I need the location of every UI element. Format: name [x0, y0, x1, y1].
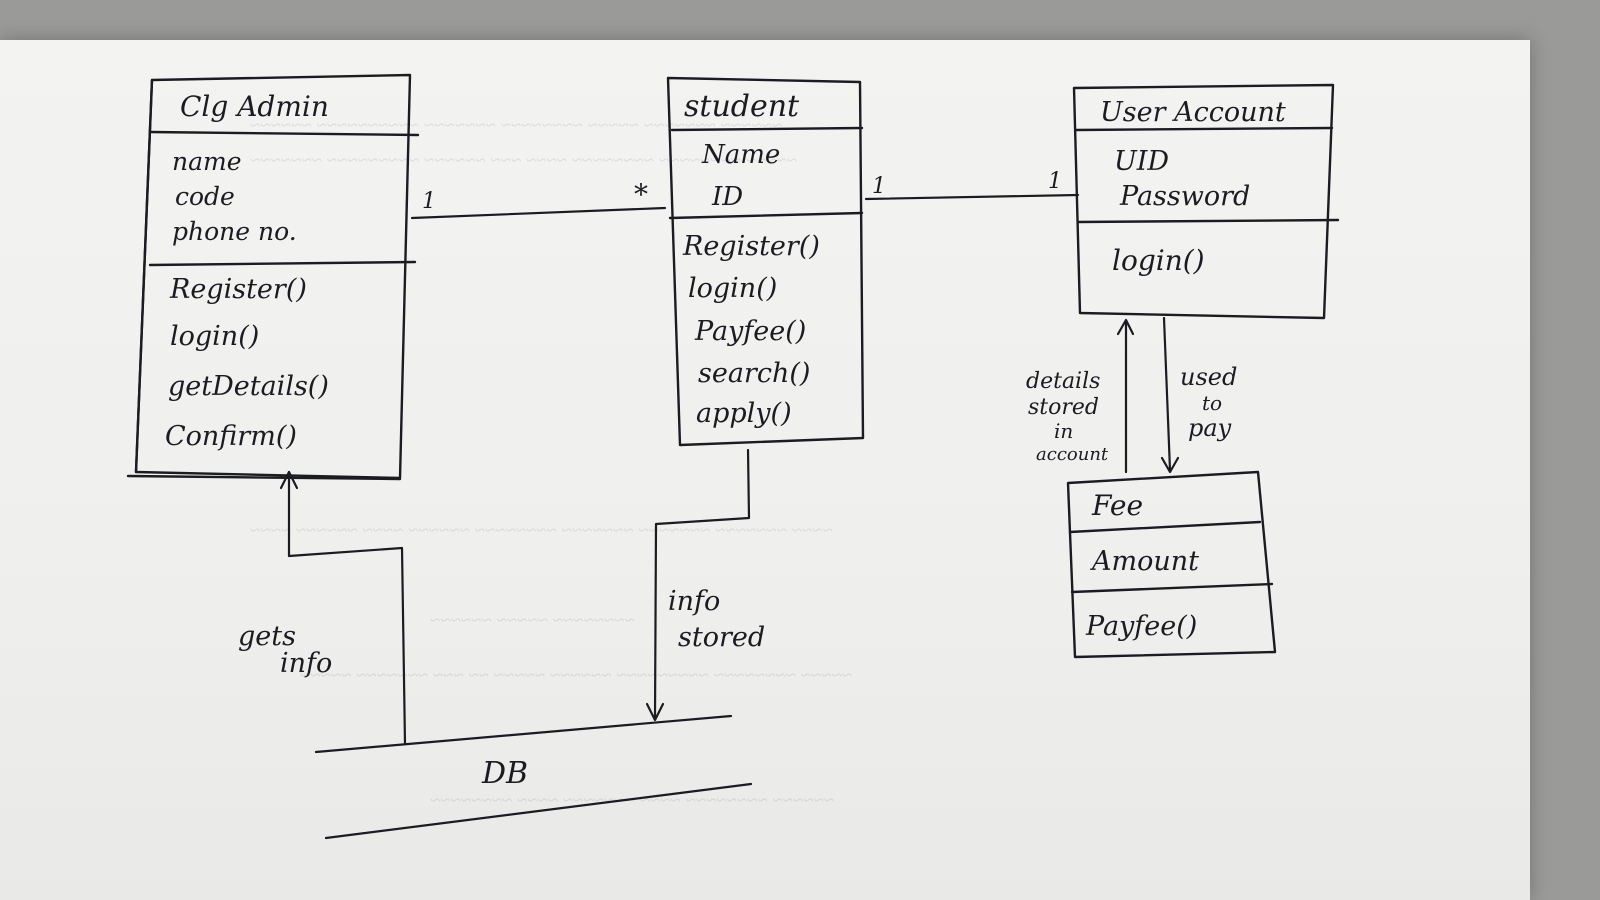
- edge-label: account: [1036, 444, 1109, 465]
- class-divider: [148, 130, 420, 137]
- method: apply(): [696, 398, 792, 429]
- class-box: [666, 76, 865, 447]
- edge-label: used: [1180, 363, 1237, 391]
- arrow-head-down: [1160, 456, 1180, 474]
- paper-sheet: [0, 40, 1530, 900]
- arrow-head-up: [279, 470, 299, 490]
- method: getDetails(): [168, 371, 329, 402]
- class-divider: [1074, 126, 1334, 132]
- arrow-head-up: [1116, 318, 1135, 336]
- class-name: Clg Admin: [180, 90, 329, 123]
- edge-label: pay: [1188, 414, 1232, 442]
- class-clg-admin: Clg Admin name code phone no. Register()…: [126, 73, 420, 481]
- class-divider: [668, 211, 864, 220]
- attribute: ID: [711, 182, 743, 212]
- multiplicity-label: *: [634, 178, 648, 211]
- attribute: code: [175, 182, 235, 211]
- datastore-db: DB: [314, 714, 753, 840]
- association-line: [864, 193, 1080, 201]
- class-name: student: [684, 89, 800, 124]
- datastore-top-line: [314, 714, 733, 754]
- class-baseline: [126, 474, 402, 481]
- flow-label: info: [280, 648, 332, 679]
- multiplicity-label: 1: [872, 174, 886, 199]
- method: Register(): [169, 274, 307, 305]
- edge-label: details: [1026, 369, 1100, 394]
- arrow-head-down: [645, 702, 665, 722]
- edge-label: in: [1054, 419, 1073, 443]
- method: login(): [170, 321, 259, 352]
- multiplicity-label: 1: [1048, 169, 1062, 194]
- class-name: User Account: [1100, 97, 1286, 128]
- attribute: Password: [1119, 181, 1250, 212]
- fee-account-links: details stored in account used to pay: [1026, 316, 1237, 474]
- attribute: phone no.: [172, 217, 297, 246]
- db-to-admin-flow: gets info: [238, 470, 407, 746]
- edge-label: to: [1202, 391, 1222, 415]
- flow-line: [287, 470, 407, 746]
- method: login(): [1112, 244, 1205, 277]
- attribute: Amount: [1089, 546, 1199, 577]
- method: Payfee(): [694, 316, 806, 347]
- arrow-line: [1162, 316, 1172, 472]
- method: Payfee(): [1085, 611, 1197, 642]
- class-divider: [1070, 582, 1274, 594]
- class-user-account: User Account UID Password login(): [1072, 83, 1340, 320]
- multiplicity-label: 1: [422, 189, 436, 214]
- class-divider: [1076, 218, 1340, 224]
- attribute: Name: [701, 140, 780, 170]
- class-box: [1066, 470, 1277, 659]
- method: login(): [688, 273, 777, 304]
- class-box: [1072, 83, 1335, 320]
- attribute: UID: [1114, 146, 1169, 177]
- method: Confirm(): [165, 421, 297, 452]
- class-divider: [670, 126, 864, 132]
- association-line: [410, 206, 667, 220]
- datastore-bottom-line: [324, 782, 753, 840]
- class-divider: [148, 260, 417, 267]
- attribute: name: [172, 147, 242, 176]
- association-admin-student: 1 *: [410, 178, 667, 220]
- class-box-edge: [134, 78, 154, 474]
- flow-label: gets: [238, 621, 296, 652]
- method: search(): [698, 358, 810, 389]
- association-student-account: 1 1: [864, 169, 1080, 201]
- class-divider: [1068, 520, 1262, 534]
- method: Register(): [682, 231, 820, 262]
- flow-label: info: [668, 586, 720, 617]
- class-fee: Fee Amount Payfee(): [1066, 470, 1277, 659]
- datastore-label: DB: [481, 756, 528, 791]
- flow-label: stored: [678, 622, 765, 653]
- flow-line: [653, 448, 751, 720]
- student-to-db-flow: info stored: [645, 448, 765, 722]
- class-student: student Name ID Register() login() Payfe…: [666, 76, 865, 447]
- edge-label: stored: [1028, 395, 1099, 420]
- class-name: Fee: [1091, 489, 1143, 522]
